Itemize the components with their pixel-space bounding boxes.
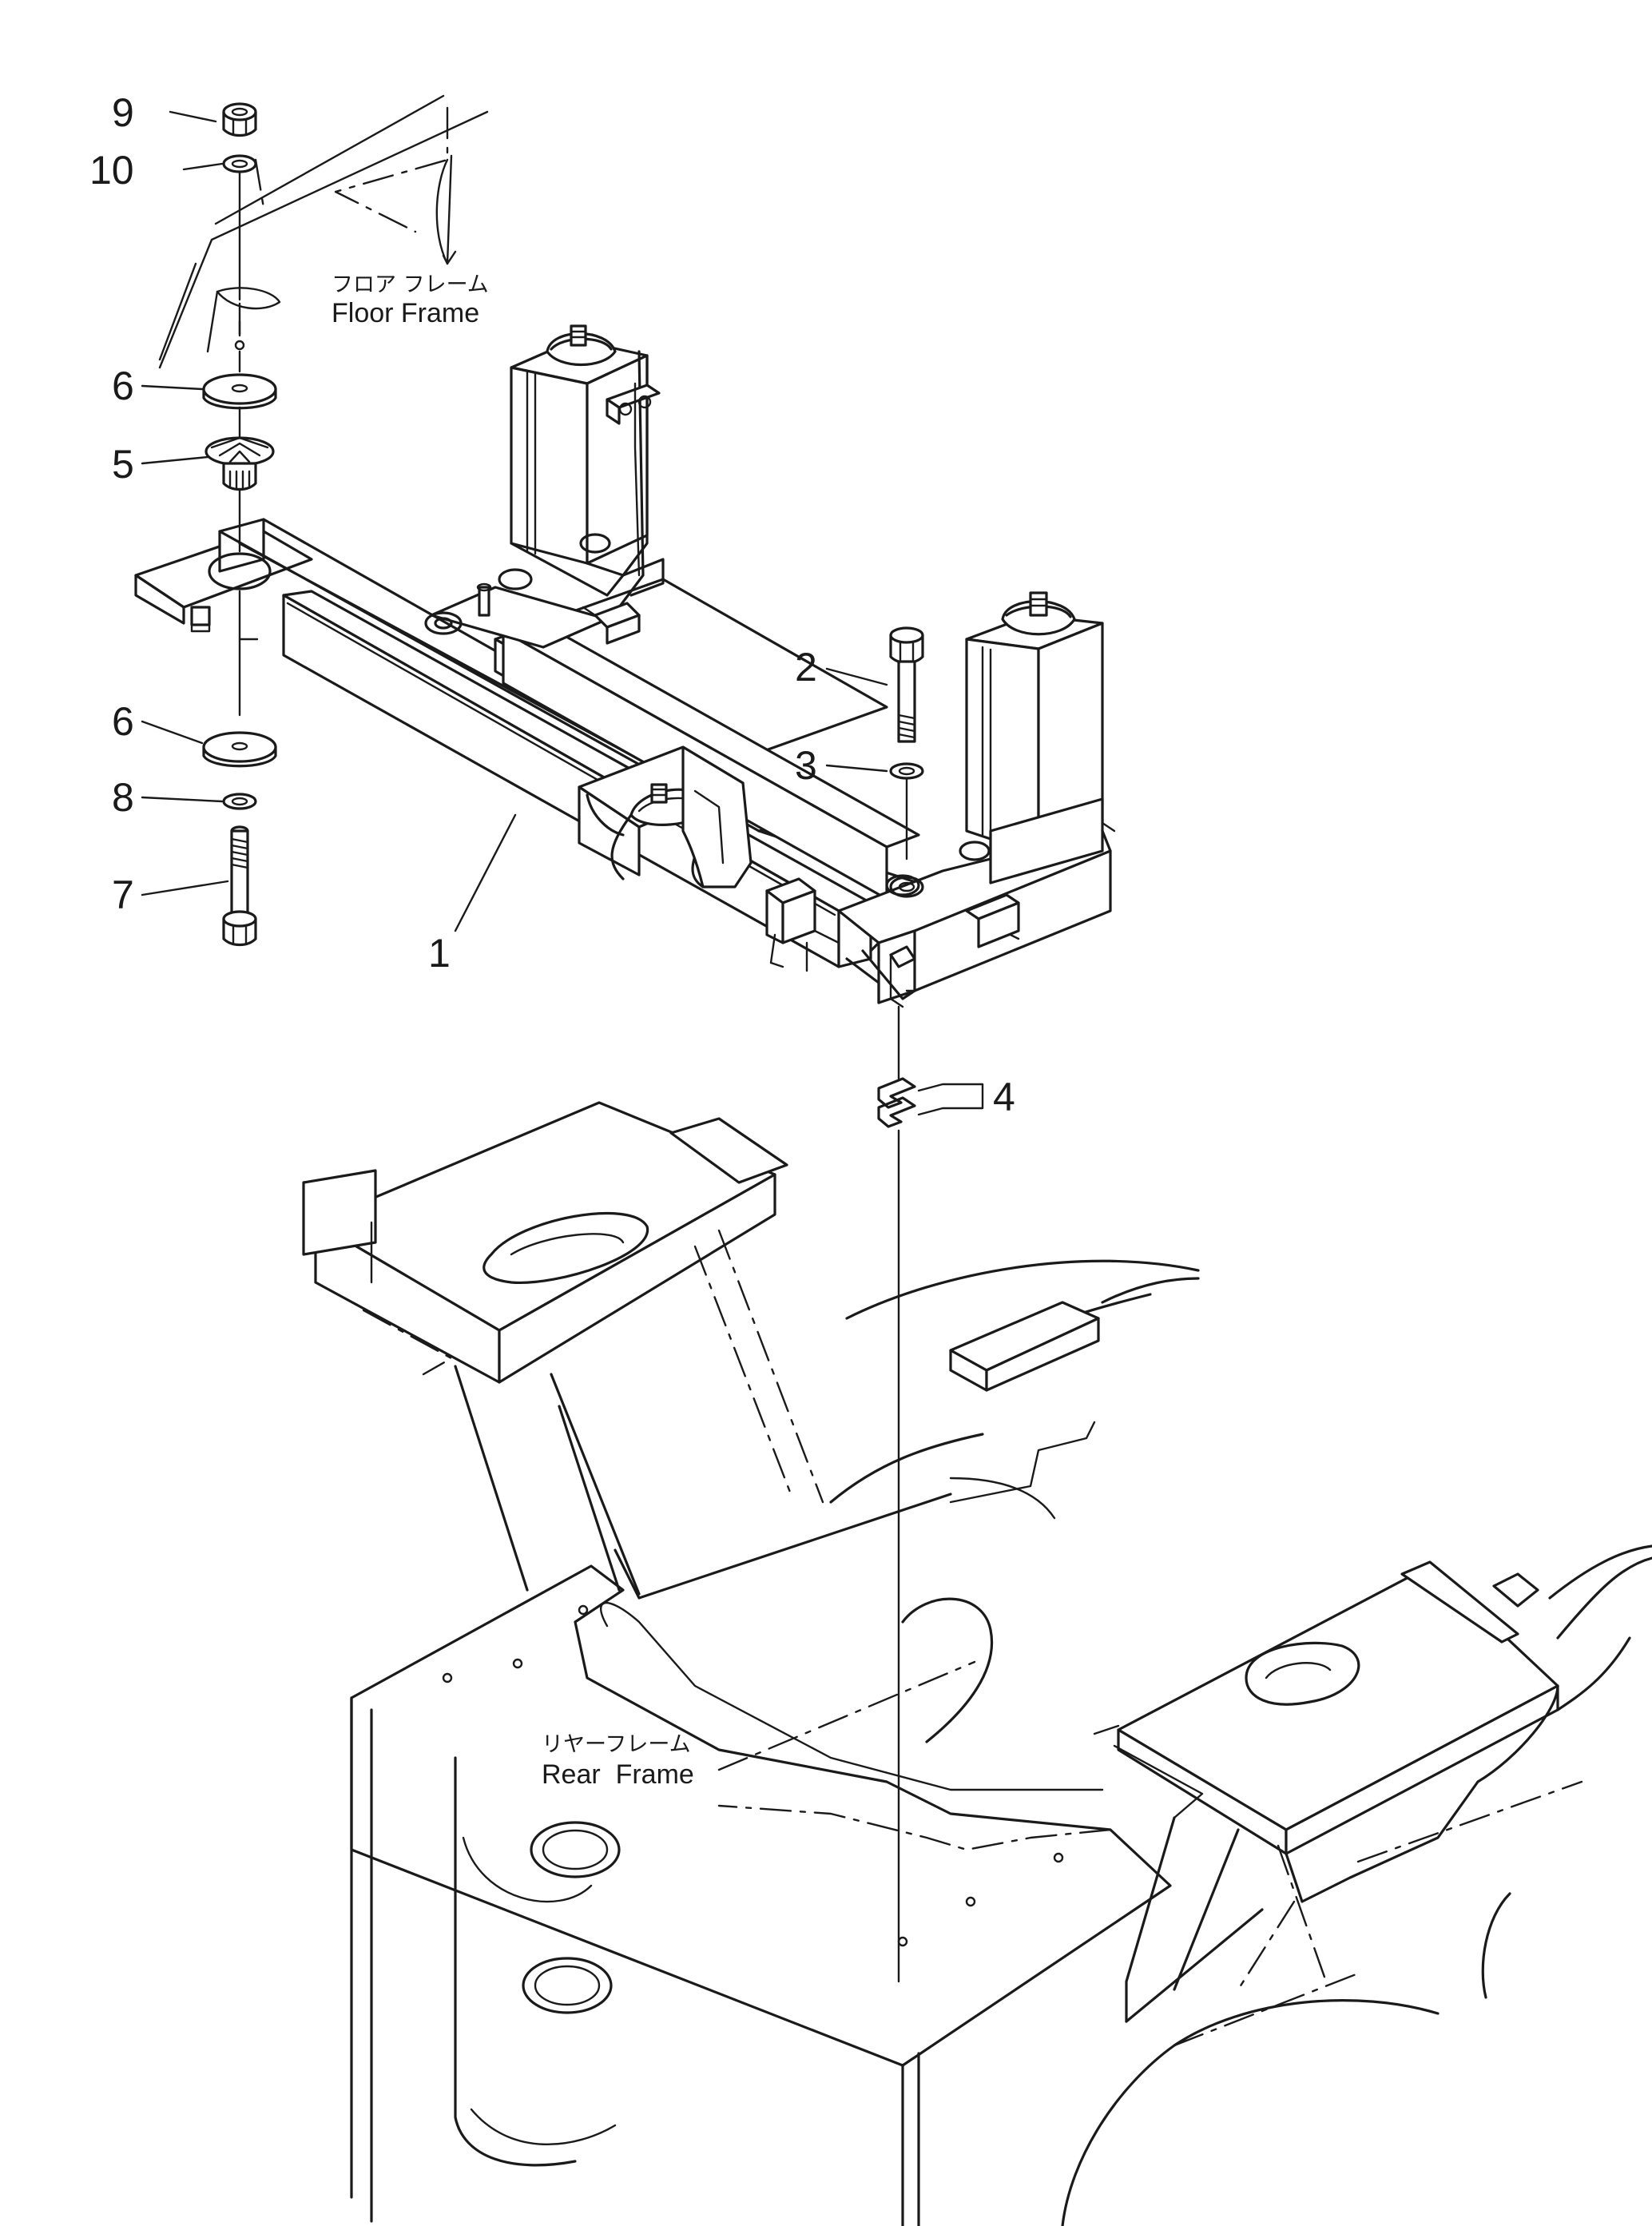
- callout-6-upper: 6: [112, 364, 134, 408]
- callout-7: 7: [112, 873, 134, 917]
- callout-leaders: [141, 110, 888, 932]
- floor-frame-label-en: Floor Frame: [332, 298, 479, 328]
- washer-part-3: [889, 762, 924, 780]
- plate-part-6-lower: [202, 731, 277, 768]
- hardware-stack-left: [202, 102, 277, 947]
- washer-part-10: [222, 154, 257, 173]
- callout-3: 3: [795, 743, 817, 788]
- nut-part-9: [222, 102, 257, 137]
- shim-part-4: [877, 1077, 916, 1128]
- callout-1: 1: [428, 931, 451, 976]
- callout-4: 4: [993, 1075, 1015, 1119]
- bolt-part-7: [222, 825, 257, 947]
- frame-labels: フロア フレーム Floor Frame リヤーフレーム Rear Frame: [332, 272, 694, 1790]
- hardware-stack-right: [877, 626, 984, 1983]
- rear-frame-label-en: Rear Frame: [542, 1759, 694, 1790]
- callout-9: 9: [112, 90, 134, 135]
- rubber-mount-part-5: [205, 436, 275, 491]
- callout-10: 10: [89, 148, 134, 193]
- callout-numbers: 9 10 6 5 6 8 7 1 2 3 4: [89, 90, 1015, 1119]
- callout-2: 2: [795, 645, 817, 690]
- rear-frame-outline: [302, 1101, 1652, 2226]
- subframe-part-1: [134, 324, 1116, 1008]
- callout-8: 8: [112, 775, 134, 820]
- callout-5: 5: [112, 442, 134, 487]
- plate-part-6-upper: [202, 373, 277, 410]
- callout-6-lower: 6: [112, 699, 134, 744]
- washer-part-8: [222, 793, 257, 810]
- bolt-part-2: [889, 626, 924, 743]
- rear-frame-label-jp: リヤーフレーム: [542, 1732, 691, 1757]
- floor-frame-outline: [158, 94, 489, 369]
- floor-frame-label-jp: フロア フレーム: [332, 272, 489, 297]
